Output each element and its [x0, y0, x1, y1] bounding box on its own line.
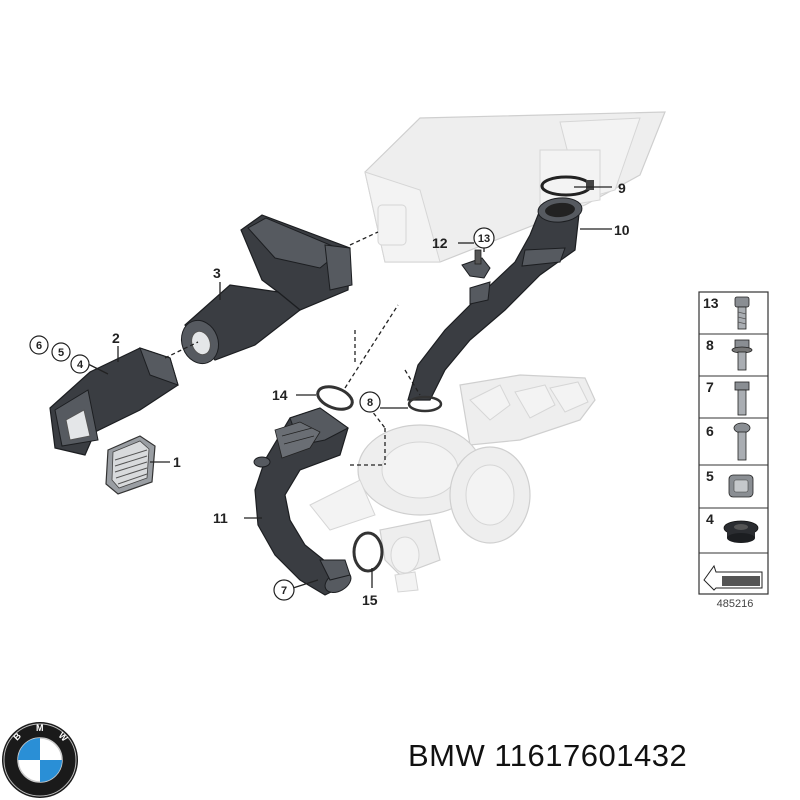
callout-7-circle: 7	[273, 579, 295, 601]
flange-bolt-8-icon	[731, 339, 753, 371]
callout-7: 7	[281, 585, 287, 597]
charge-pipe-11	[253, 407, 352, 596]
screw-6-icon	[733, 422, 751, 461]
callout-13-circle: 13	[473, 227, 495, 249]
legend-item-7: 7	[706, 379, 714, 395]
callout-5-circle: 5	[51, 342, 71, 362]
inlet-duct-2	[49, 347, 179, 456]
callout-8: 8	[367, 397, 373, 409]
direction-arrow-icon	[703, 564, 763, 591]
callout-13: 13	[478, 233, 490, 245]
hardware-legend: 13 8 7 6 5 4	[698, 291, 769, 595]
callout-6: 6	[36, 340, 42, 352]
callout-5: 5	[58, 347, 64, 359]
intake-duct-3	[180, 214, 353, 365]
svg-text:M: M	[36, 723, 44, 733]
bmw-logo: B M W	[2, 722, 78, 798]
legend-item-8: 8	[706, 337, 714, 353]
bracket-12	[461, 249, 491, 279]
callout-1: 1	[173, 454, 181, 470]
callout-4: 4	[77, 359, 84, 371]
diagram-reference-code: 485216	[716, 598, 754, 610]
legend-item-5: 5	[706, 468, 714, 484]
sleeve-nut-5-icon	[728, 474, 754, 498]
bolt-13-icon	[734, 296, 750, 330]
legend-item-4: 4	[706, 511, 714, 527]
gasket-14	[316, 385, 354, 411]
o-ring-15	[352, 531, 384, 573]
callout-10: 10	[614, 222, 630, 238]
callout-leaders	[87, 186, 612, 589]
clamp-9	[540, 175, 594, 197]
legend-item-13: 13	[703, 295, 719, 311]
grommet-4-icon	[723, 520, 759, 543]
grille-1	[105, 435, 156, 495]
part-number-caption: BMW 11617601432	[408, 738, 688, 773]
callout-6-circle: 6	[29, 335, 49, 355]
turbocharger-ghost	[309, 374, 596, 593]
callout-2: 2	[112, 330, 120, 346]
callout-9: 9	[618, 180, 626, 196]
callout-8-circle: 8	[359, 391, 381, 413]
long-bolt-7-icon	[734, 381, 750, 416]
callout-14: 14	[272, 387, 288, 403]
legend-item-6: 6	[706, 423, 714, 439]
callout-12: 12	[432, 235, 448, 251]
charge-pipe-10	[407, 197, 583, 401]
gasket-8	[407, 395, 443, 413]
callout-4-circle: 4	[70, 354, 90, 374]
callout-3: 3	[213, 265, 221, 281]
callout-11: 11	[213, 510, 228, 526]
assembly-dashed-lines	[164, 231, 421, 466]
callout-15: 15	[362, 592, 378, 608]
